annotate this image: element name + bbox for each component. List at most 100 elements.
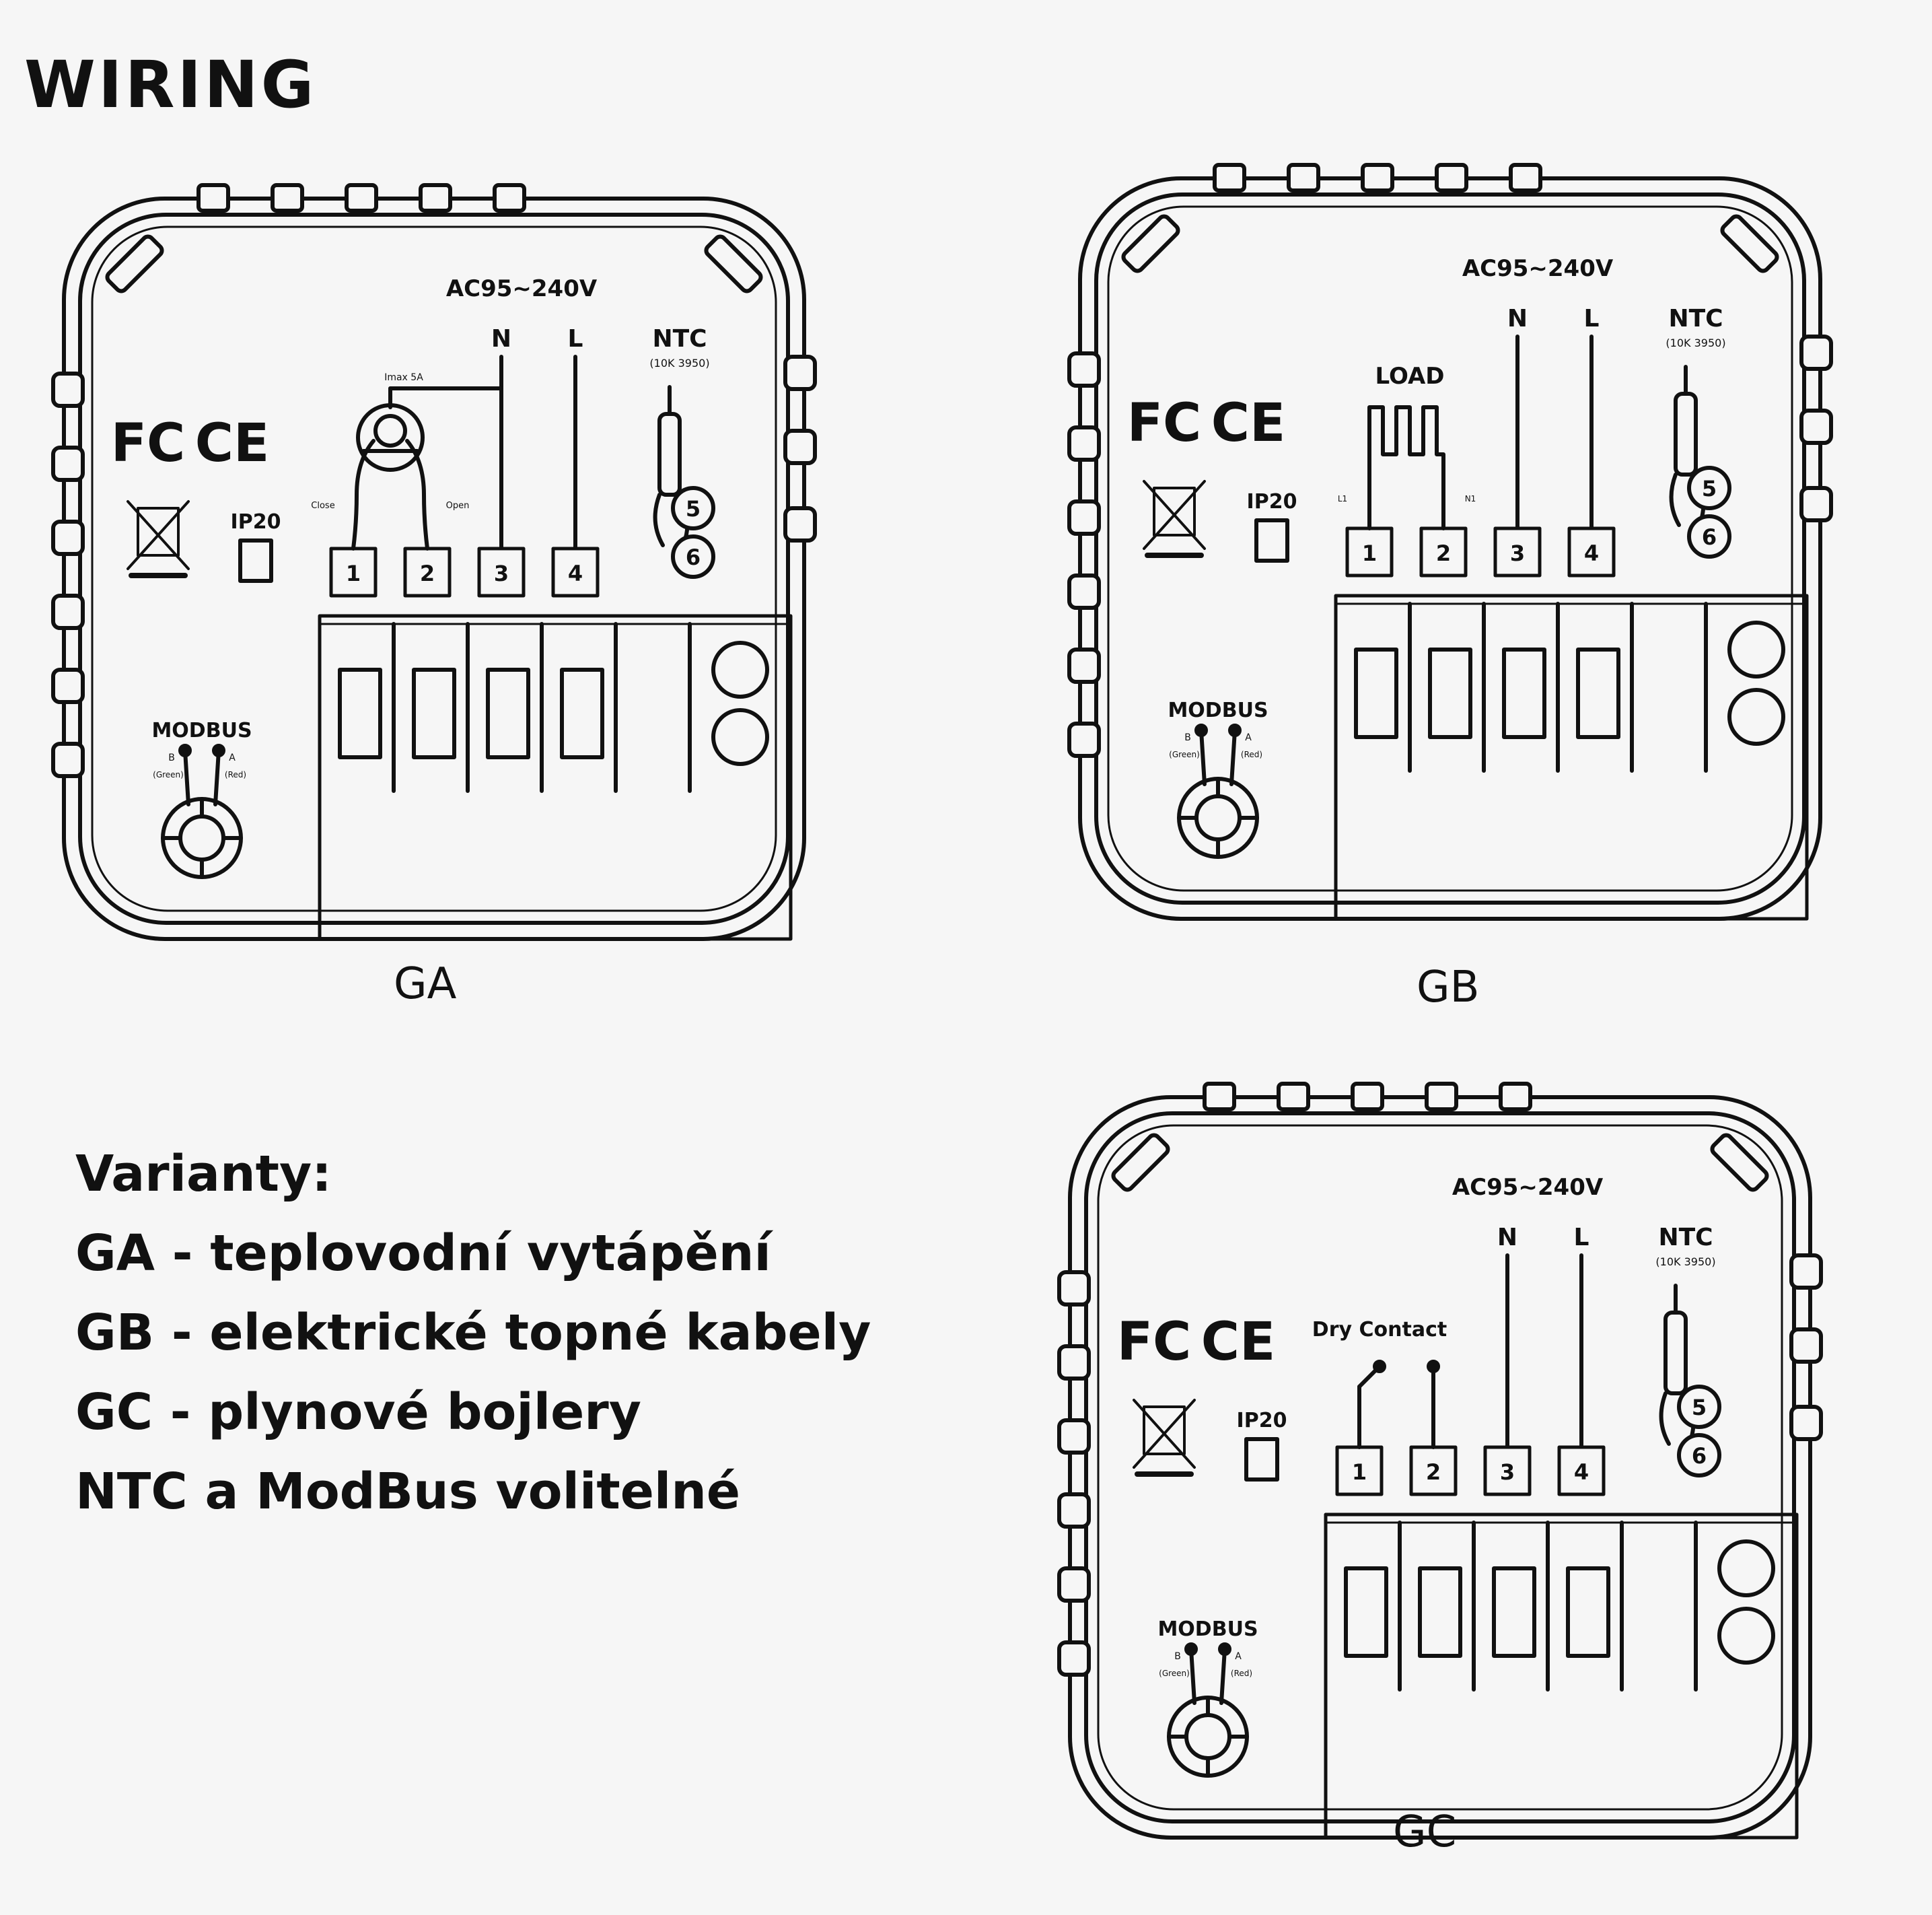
terminal-slot [1492, 1566, 1536, 1658]
side-clip-left [1067, 351, 1101, 388]
variant-ga: GA - teplovodní vytápění [75, 1224, 771, 1282]
side-clip-left [51, 742, 85, 778]
terminal-5 [1687, 466, 1731, 510]
terminal-slot [1418, 1566, 1462, 1658]
ip-rating: IP20 [1247, 490, 1297, 514]
terminal-5-label: 5 [1702, 476, 1717, 501]
ip-rating: IP20 [231, 510, 281, 534]
terminal-box [1493, 526, 1542, 578]
modbus-a-label: A [1235, 1651, 1242, 1662]
side-clip-left [51, 520, 85, 556]
housing-inner [1094, 193, 1806, 905]
ce-mark: CE [1211, 393, 1286, 454]
modbus-connector-inner [1194, 794, 1242, 841]
diagram-linework [1057, 1082, 1823, 1840]
side-clip-right [783, 506, 817, 543]
valve-close-label: Close [311, 501, 334, 511]
top-clip [419, 183, 452, 213]
top-clip [1361, 163, 1394, 193]
ntc-label: NTC [652, 325, 707, 353]
terminal-6 [671, 534, 715, 579]
load-max-current: Imax 5A [384, 372, 423, 383]
modbus-a-label: A [1245, 732, 1252, 743]
supply-label: AC95~240V [446, 275, 598, 302]
valve-open-wire [405, 439, 429, 551]
weee-bin [137, 507, 180, 557]
screw-hole-bottom [711, 708, 769, 766]
modbus-b-wire [1189, 1647, 1196, 1705]
ce-mark: CE [195, 413, 270, 474]
top-clip [1435, 163, 1468, 193]
corner-clip-right [704, 234, 763, 293]
terminal-label: 4 [568, 561, 583, 586]
ntc-probe [1663, 1311, 1688, 1395]
terminal-slot [486, 668, 530, 759]
terminal-box [1483, 1445, 1532, 1496]
terminal-5 [1677, 1385, 1721, 1429]
corner-clip-right [1720, 214, 1779, 273]
terminal-label: 1 [346, 561, 361, 586]
ntc-sub-label: (10K 3950) [649, 357, 709, 370]
corner-clip-left [105, 234, 164, 293]
weee-icon [1133, 1399, 1196, 1477]
screw-hole-top [1727, 621, 1785, 678]
ip-box [238, 538, 273, 583]
modbus-b-wire [183, 748, 190, 806]
terminal-label: 4 [1574, 1459, 1589, 1485]
terminal-6 [1677, 1433, 1721, 1477]
terminal-box [1409, 1445, 1458, 1496]
fcc-mark: FC [1117, 1312, 1192, 1372]
side-clip-right [1799, 409, 1833, 445]
terminal-slot [1344, 1566, 1388, 1658]
valve-close-wire [351, 439, 375, 551]
weee-cross-b [1133, 1399, 1196, 1469]
modbus-connector-inner [178, 814, 225, 862]
screw-hole-top [1717, 1539, 1775, 1597]
modbus-b-label: B [1174, 1651, 1181, 1662]
housing-inner [78, 213, 790, 925]
variants-heading: Varianty: [75, 1145, 332, 1203]
modbus-b-sub: (Green) [1169, 750, 1200, 759]
ntc-sub-label: (10K 3950) [1666, 337, 1725, 349]
terminal-slot [412, 668, 456, 759]
side-clip-right [1789, 1327, 1823, 1364]
terminal-label: 4 [1584, 541, 1599, 566]
side-clip-left [51, 668, 85, 704]
fcc-mark: FC [1127, 393, 1202, 454]
modbus-a-wire [1219, 1647, 1227, 1705]
terminal-slot [1502, 648, 1546, 739]
side-clip-left [1057, 1270, 1091, 1307]
modbus-a-sub: (Red) [225, 770, 246, 779]
side-clip-right [783, 429, 817, 465]
side-clip-left [51, 446, 85, 482]
screw-hole-bottom [1717, 1607, 1775, 1665]
variant-gb: GB - elektrické topné kabely [75, 1304, 871, 1362]
terminal-slot [560, 668, 604, 759]
side-clip-left [1057, 1566, 1091, 1603]
side-clip-left [1057, 1640, 1091, 1677]
terminal-label: 2 [1436, 541, 1451, 566]
terminal-slot [1354, 648, 1398, 739]
side-clip-left [1067, 722, 1101, 758]
terminal-slot [1566, 1566, 1610, 1658]
ntc-label: NTC [1668, 305, 1723, 333]
ip-box [1254, 518, 1289, 563]
weee-bin [1153, 487, 1196, 536]
valve-head [373, 414, 407, 448]
side-clip-left [1067, 499, 1101, 536]
housing-edge [1097, 1124, 1783, 1811]
supply-label: AC95~240V [1462, 255, 1614, 282]
modbus-label: MODBUS [1157, 1617, 1258, 1641]
variant-gc: GC - plynové bojlery [75, 1383, 642, 1441]
screw-hole-bottom [1727, 688, 1785, 746]
n-label: N [491, 325, 511, 353]
terminal-label: 2 [1426, 1459, 1441, 1485]
terminal-box [477, 547, 526, 598]
side-clip-left [51, 594, 85, 630]
weee-icon [1143, 480, 1206, 558]
terminal-5-label: 5 [1692, 1395, 1707, 1420]
